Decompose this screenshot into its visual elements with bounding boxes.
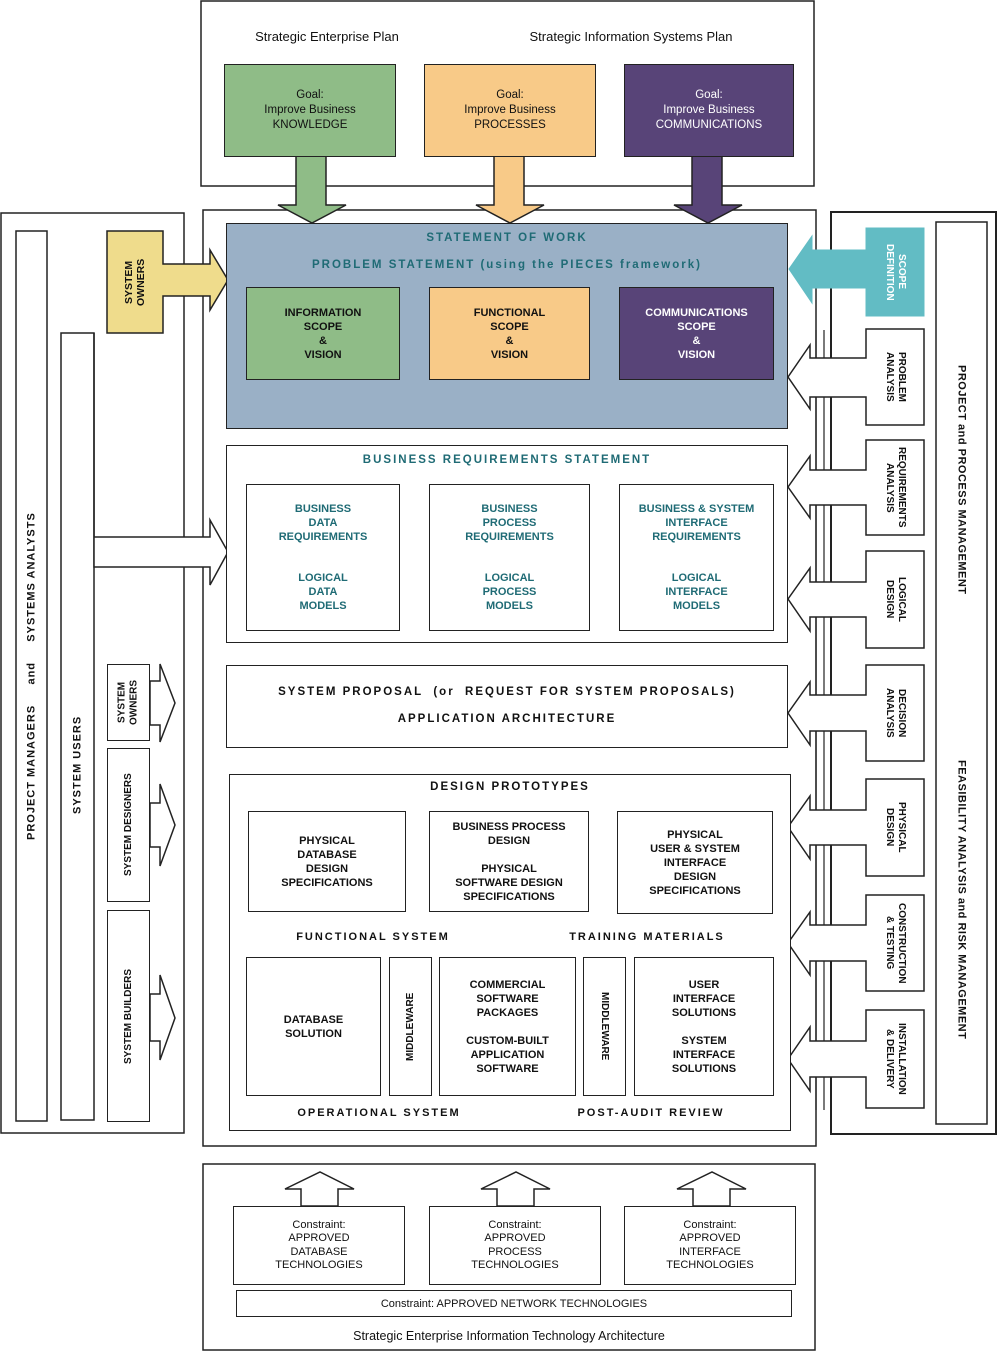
phase-physical-design: PHYSICAL DESIGN: [884, 802, 907, 853]
goal-communications-box: Goal: Improve Business COMMUNICATIONS: [624, 64, 794, 157]
logical-interface-models-text: LOGICAL INTERFACE MODELS: [665, 572, 728, 612]
phase-decision-analysis: DECISION ANALYSIS: [884, 688, 907, 738]
constraint-interface-box: Constraint: APPROVED INTERFACE TECHNOLOG…: [624, 1206, 796, 1285]
phase-problem-analysis: PROBLEM ANALYSIS: [884, 352, 907, 402]
phase-requirements-analysis: REQUIREMENTS ANALYSIS: [884, 447, 907, 528]
application-architecture-title: APPLICATION ARCHITECTURE: [397, 713, 617, 725]
system-proposal-panel: [226, 665, 788, 748]
business-requirements-title: BUSINESS REQUIREMENTS STATEMENT: [362, 454, 652, 466]
system-proposal-title: SYSTEM PROPOSAL (or REQUEST FOR SYSTEM P…: [278, 686, 736, 698]
processes-goal-arrow: [475, 155, 545, 224]
data-requirements-text: BUSINESS DATA REQUIREMENTS: [278, 503, 368, 543]
interface-solutions-box: USER INTERFACE SOLUTIONS SYSTEM INTERFAC…: [634, 957, 774, 1096]
software-packages-box: COMMERCIAL SOFTWARE PACKAGES CUSTOM-BUIL…: [439, 957, 576, 1096]
strategic-is-plan-label: Strategic Information Systems Plan: [529, 28, 733, 44]
system-builders-stage-arrow: [149, 974, 176, 1061]
phase-logical-design: LOGICAL DESIGN: [884, 577, 907, 622]
post-audit-review-label: POST-AUDIT REVIEW: [577, 1107, 725, 1119]
middleware-box-right: MIDDLEWARE: [583, 957, 626, 1096]
scope-definition-label: SCOPE DEFINITION: [884, 243, 907, 301]
logical-data-models-text: LOGICAL DATA MODELS: [298, 572, 348, 612]
phase-installation-delivery: INSTALLATION & DELIVERY: [884, 1023, 907, 1095]
system-owners-top-label: SYSTEM OWNERS: [123, 258, 147, 306]
interface-requirements-text: BUSINESS & SYSTEM INTERFACE REQUIREMENTS: [638, 503, 755, 543]
problem-statement-title: PROBLEM STATEMENT (using the PIECES fram…: [312, 259, 702, 271]
system-builders-role-box: SYSTEM BUILDERS: [107, 910, 150, 1122]
system-owners-stage-arrow: [149, 663, 176, 743]
feasibility-risk-management-label: FEASIBILITY ANALYSIS and RISK MANAGEMENT: [955, 760, 968, 1040]
logical-process-models-text: LOGICAL PROCESS MODELS: [482, 572, 537, 612]
communications-goal-arrow: [673, 155, 743, 224]
information-scope-box: INFORMATION SCOPE & VISION: [246, 287, 400, 380]
data-requirements-box: [246, 484, 400, 631]
communications-scope-box: COMMUNICATIONS SCOPE & VISION: [619, 287, 774, 380]
constraint-database-box: Constraint: APPROVED DATABASE TECHNOLOGI…: [233, 1206, 405, 1285]
goal-knowledge-box: Goal: Improve Business KNOWLEDGE: [224, 64, 396, 157]
system-designers-role-box: SYSTEM DESIGNERS: [107, 748, 150, 902]
goal-processes-box: Goal: Improve Business PROCESSES: [424, 64, 596, 157]
statement-of-work-title: STATEMENT OF WORK: [426, 232, 588, 244]
system-owners-sow-arrow: [106, 230, 229, 334]
project-managers-analysts-label: PROJECT MANAGERS and SYSTEMS ANALYSTS: [25, 512, 38, 840]
knowledge-goal-arrow: [277, 155, 347, 224]
users-column: [60, 332, 95, 1121]
project-process-management-label: PROJECT and PROCESS MANAGEMENT: [955, 365, 968, 595]
architecture-caption: Strategic Enterprise Information Technol…: [353, 1329, 665, 1343]
management-column: [935, 221, 988, 1125]
phase-arrows: [787, 328, 925, 1109]
system-owners-role-box: SYSTEM OWNERS: [107, 664, 150, 741]
analysts-column: [15, 230, 48, 1122]
system-designers-stage-arrow: [149, 783, 176, 867]
interface-requirements-box: [619, 484, 774, 631]
process-requirements-text: BUSINESS PROCESS REQUIREMENTS: [465, 503, 554, 543]
system-users-label: SYSTEM USERS: [71, 715, 84, 815]
design-prototypes-title: DESIGN PROTOTYPES: [430, 781, 590, 793]
scope-definition-arrow: [788, 227, 925, 317]
constraint-arrows: [284, 1171, 747, 1207]
process-requirements-box: [429, 484, 590, 631]
middleware-box-left: MIDDLEWARE: [389, 957, 432, 1096]
training-materials-label: TRAINING MATERIALS: [569, 931, 725, 943]
operational-system-label: OPERATIONAL SYSTEM: [297, 1107, 461, 1119]
database-solution-box: DATABASE SOLUTION: [246, 957, 381, 1096]
physical-software-design-box: BUSINESS PROCESS DESIGN PHYSICAL SOFTWAR…: [429, 811, 589, 912]
constraint-process-box: Constraint: APPROVED PROCESS TECHNOLOGIE…: [429, 1206, 601, 1285]
strategic-enterprise-plan-label: Strategic Enterprise Plan: [255, 28, 399, 44]
functional-scope-box: FUNCTIONAL SCOPE & VISION: [429, 287, 590, 380]
constraint-network-box: Constraint: APPROVED NETWORK TECHNOLOGIE…: [236, 1290, 792, 1317]
phase-construction-testing: CONSTRUCTION & TESTING: [884, 902, 907, 984]
physical-database-design-box: PHYSICAL DATABASE DESIGN SPECIFICATIONS: [248, 811, 406, 912]
physical-interface-design-box: PHYSICAL USER & SYSTEM INTERFACE DESIGN …: [617, 811, 773, 914]
functional-system-label: FUNCTIONAL SYSTEM: [296, 931, 450, 943]
